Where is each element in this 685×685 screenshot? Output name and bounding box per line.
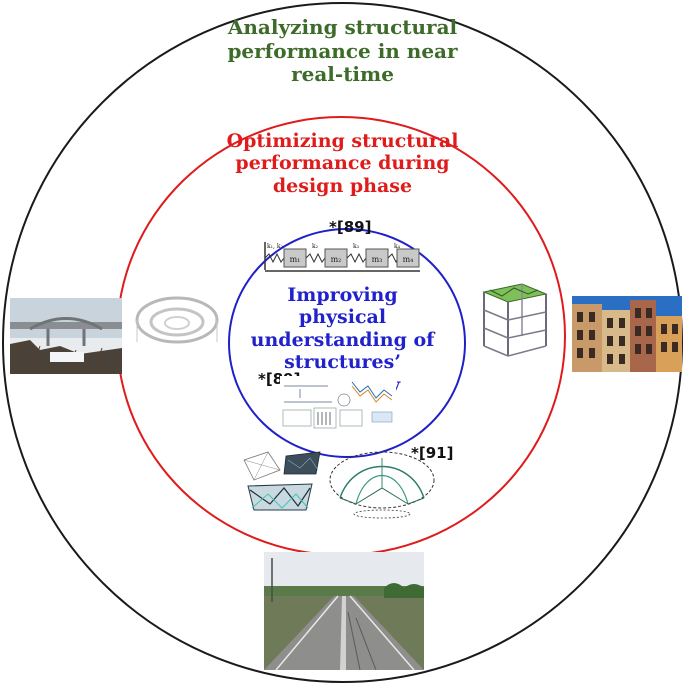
spring-label: k₃ bbox=[353, 243, 360, 250]
mass-label: m₁ bbox=[290, 255, 301, 264]
inner-ring bbox=[228, 228, 466, 458]
mass-label: m₄ bbox=[403, 255, 414, 264]
bridge-photo bbox=[10, 298, 122, 374]
ml-diagram-figure bbox=[280, 376, 396, 432]
outer-ring-label: Analyzing structural performance in near… bbox=[227, 15, 458, 87]
spring-mass-figure: m₁ m₂ m₃ m₄ k₁, k₂ k₂ k₃ k₄ bbox=[262, 240, 424, 274]
reference-shell: *[91] bbox=[411, 444, 454, 462]
spring-label: k₄ bbox=[394, 243, 401, 250]
shell-structure-figure bbox=[326, 448, 438, 524]
shell-panels-figure bbox=[240, 450, 326, 526]
building-frame-figure bbox=[476, 278, 550, 358]
spring-label: k₂ bbox=[312, 243, 319, 250]
mass-label: m₂ bbox=[331, 255, 342, 264]
spring-label: k₁, k₂ bbox=[267, 243, 283, 250]
spiral-structure-figure bbox=[133, 290, 221, 350]
road-photo bbox=[264, 552, 424, 670]
middle-ring-label: Optimizing structural performance during… bbox=[226, 130, 459, 197]
mass-label: m₃ bbox=[372, 255, 383, 264]
facade-photo bbox=[572, 296, 682, 372]
reference-spring-mass: *[89] bbox=[329, 218, 372, 236]
